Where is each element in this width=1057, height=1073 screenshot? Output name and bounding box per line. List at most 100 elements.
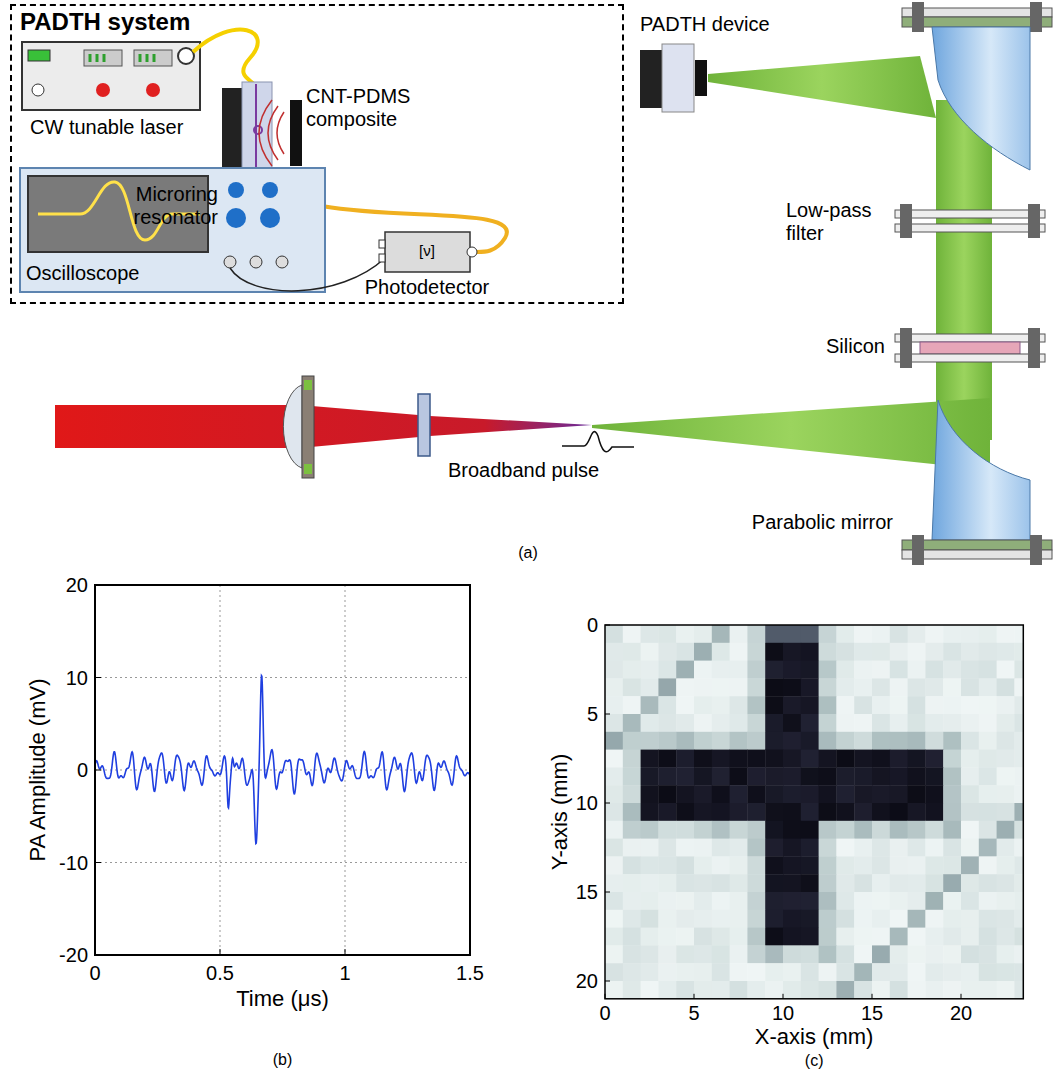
pixel <box>623 785 641 803</box>
pixel <box>783 928 801 946</box>
pixel <box>623 803 641 821</box>
pixel <box>801 839 819 857</box>
pixel <box>747 714 765 732</box>
pixel <box>961 910 979 928</box>
tick-label: -20 <box>59 944 88 967</box>
pixel <box>997 643 1015 661</box>
pixel <box>925 963 943 981</box>
pixel <box>819 714 837 732</box>
pixel <box>605 928 623 946</box>
pixel <box>623 839 641 857</box>
pixel <box>1014 839 1023 857</box>
pixel <box>925 732 943 750</box>
pixel <box>623 643 641 661</box>
pixel <box>872 661 890 679</box>
pixel <box>908 643 926 661</box>
pixel <box>943 928 961 946</box>
grid-line <box>95 677 470 678</box>
pixel <box>712 678 730 696</box>
pixel <box>783 732 801 750</box>
pixel <box>694 696 712 714</box>
device-label: Microring resonator <box>108 183 218 229</box>
pixel <box>801 696 819 714</box>
pixel <box>943 892 961 910</box>
pixel <box>641 785 659 803</box>
pixel <box>836 963 854 981</box>
pixel <box>925 945 943 963</box>
pixel <box>943 910 961 928</box>
pixel <box>801 892 819 910</box>
pixel <box>979 981 997 999</box>
pixel <box>979 856 997 874</box>
pixel <box>783 661 801 679</box>
pixel <box>943 767 961 785</box>
pixel <box>836 643 854 661</box>
pixel <box>1014 678 1023 696</box>
pixel <box>641 856 659 874</box>
pixel <box>623 821 641 839</box>
pixel <box>676 821 694 839</box>
pixel <box>836 839 854 857</box>
pixel <box>961 625 979 643</box>
tick-label: 20 <box>576 970 598 993</box>
pixel <box>997 625 1015 643</box>
pixel <box>872 732 890 750</box>
pixel <box>730 963 748 981</box>
pixel <box>605 892 623 910</box>
pixel <box>623 981 641 999</box>
pixel <box>1014 821 1023 839</box>
pixel <box>712 732 730 750</box>
pixel <box>890 856 908 874</box>
pixel <box>730 785 748 803</box>
pixel <box>676 945 694 963</box>
tick-label: 0 <box>89 962 100 985</box>
pixel <box>730 981 748 999</box>
pixel <box>819 910 837 928</box>
tick-label: 1 <box>339 962 350 985</box>
pixel <box>925 856 943 874</box>
tick <box>694 994 695 999</box>
pixel <box>872 625 890 643</box>
pixel <box>908 892 926 910</box>
tick <box>95 585 101 586</box>
pixel <box>605 785 623 803</box>
pixel <box>801 874 819 892</box>
pixel <box>623 945 641 963</box>
pixel <box>694 839 712 857</box>
pixel <box>658 661 676 679</box>
pixel <box>712 910 730 928</box>
pixel <box>623 767 641 785</box>
pa-signal <box>95 676 470 844</box>
pixel <box>730 661 748 679</box>
pixel <box>676 732 694 750</box>
pixel <box>783 750 801 768</box>
pixel <box>854 856 872 874</box>
pixel <box>712 785 730 803</box>
tick <box>95 677 101 678</box>
pixel <box>943 963 961 981</box>
pixel <box>997 767 1015 785</box>
pixel <box>623 963 641 981</box>
pixel <box>854 821 872 839</box>
tick-label: 5 <box>688 1002 699 1025</box>
pixel <box>765 750 783 768</box>
pixel <box>658 839 676 857</box>
pixel <box>783 981 801 999</box>
part-label: Low-pass filter <box>786 199 886 245</box>
axis-title: Time (μs) <box>236 986 329 1011</box>
pixel <box>801 803 819 821</box>
pixel <box>836 856 854 874</box>
pixel <box>730 803 748 821</box>
pixel <box>836 981 854 999</box>
pixel <box>890 892 908 910</box>
pixel <box>605 750 623 768</box>
pixel <box>747 785 765 803</box>
pixel <box>872 910 890 928</box>
pixel <box>854 803 872 821</box>
pixel <box>783 910 801 928</box>
pixel <box>712 803 730 821</box>
pixel <box>979 696 997 714</box>
tick <box>605 803 610 804</box>
pixel <box>623 714 641 732</box>
pixel <box>872 839 890 857</box>
